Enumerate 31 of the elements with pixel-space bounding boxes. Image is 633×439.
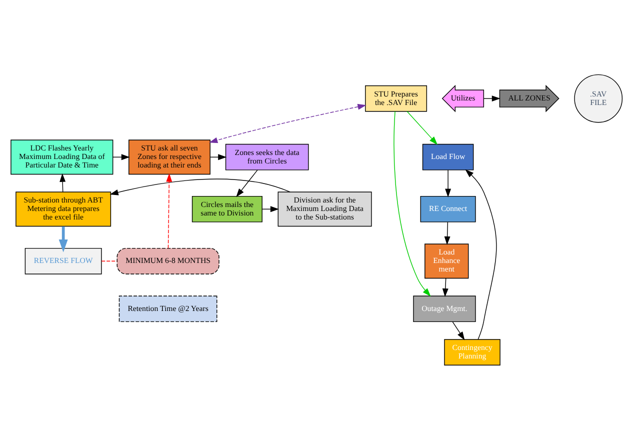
node-box: Sub-station through ABT Metering data prepares the excel file xyxy=(16,191,112,226)
arrow xyxy=(394,110,431,296)
arrow xyxy=(445,169,452,197)
node-box: Contingency Planning xyxy=(444,338,500,365)
arrow xyxy=(442,277,448,297)
arrow xyxy=(60,172,66,192)
node-box: Circles mails the same to Division xyxy=(192,195,262,222)
arrow xyxy=(236,169,258,197)
arrow xyxy=(209,103,366,143)
arrow xyxy=(444,221,450,244)
node-box: STU Prepares the .SAV File xyxy=(365,84,428,112)
arrow xyxy=(166,172,172,248)
node-box: Division ask for the Maximum Loading Data to the Sub-stations xyxy=(278,191,372,226)
arrow xyxy=(465,168,497,340)
node-box: STU ask all seven Zones for respective loading at their ends xyxy=(128,139,210,174)
arrow xyxy=(452,320,465,340)
node-box: RE Connect xyxy=(420,195,476,222)
node-box: Outage Mgmt. xyxy=(413,295,476,322)
node-box: Load Enhance ment xyxy=(424,243,469,278)
arrow xyxy=(58,226,68,252)
node-box: Load Flow xyxy=(422,143,474,170)
node-circle: .SAV FILE xyxy=(574,74,623,122)
arrow xyxy=(110,178,290,195)
arrow xyxy=(406,110,438,144)
arrow xyxy=(483,95,500,102)
node-box: LDC Flashes Yearly Maximum Loading Data of Particular Date & Time xyxy=(10,139,114,174)
node-box: Zones seeks the data from Circles xyxy=(225,143,309,170)
connector xyxy=(101,260,118,261)
node-box: MINIMUM 6-8 MONTHS xyxy=(116,247,220,274)
node-box: Retention Time @2 Years xyxy=(118,295,218,322)
node-box: REVERSE FLOW xyxy=(24,247,102,274)
